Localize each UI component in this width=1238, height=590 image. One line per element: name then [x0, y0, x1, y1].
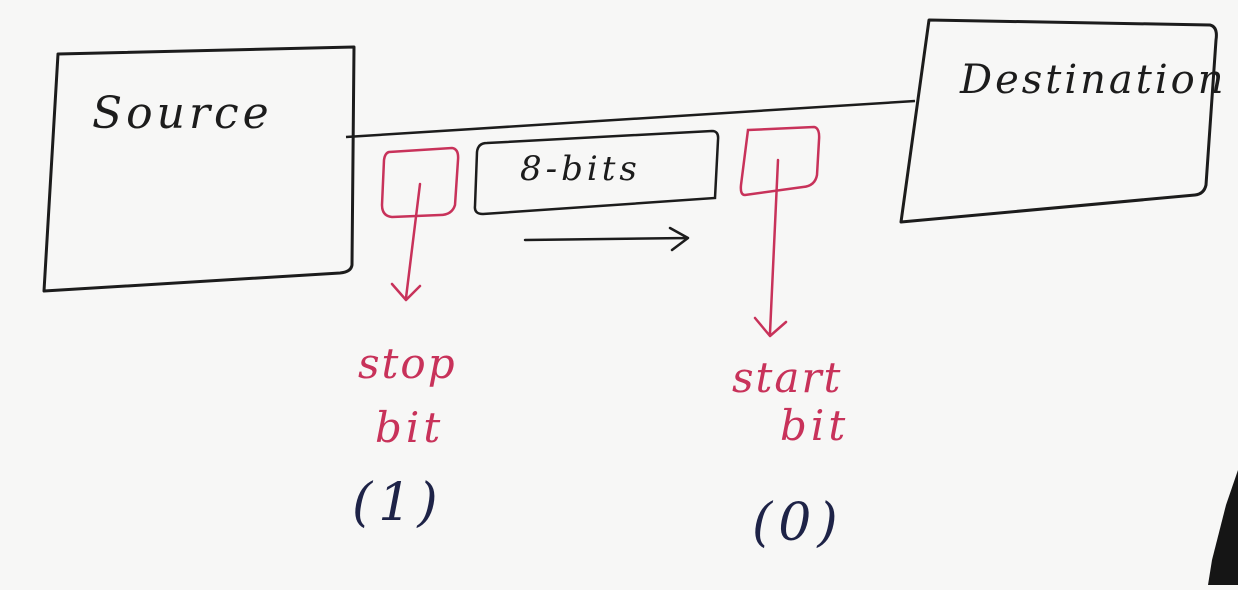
- destination-label: Destination: [959, 57, 1226, 103]
- data-frame-label: 8-bits: [520, 149, 641, 189]
- stop-bit-label-line1: stop: [358, 339, 457, 388]
- source-box: [42, 45, 356, 293]
- stop-bit-label-line2: bit: [375, 403, 444, 452]
- source-label: Source: [92, 88, 273, 139]
- start-bit-box: [739, 125, 821, 197]
- direction-arrow: [523, 226, 690, 252]
- transmission-line: [345, 99, 916, 139]
- start-bit-label-line2: bit: [780, 401, 849, 450]
- start-bit-label-line1: start: [732, 353, 842, 402]
- start-bit-value: (0): [752, 493, 844, 553]
- start-bit-pointer-arrow: [753, 158, 788, 338]
- stop-bit-box: [380, 146, 460, 219]
- data-frame-box: [473, 129, 720, 216]
- stop-bit-value: (1): [352, 473, 444, 533]
- stop-bit-pointer-arrow: [390, 182, 422, 302]
- presenter-silhouette: [1208, 470, 1238, 585]
- destination-box: [899, 18, 1218, 224]
